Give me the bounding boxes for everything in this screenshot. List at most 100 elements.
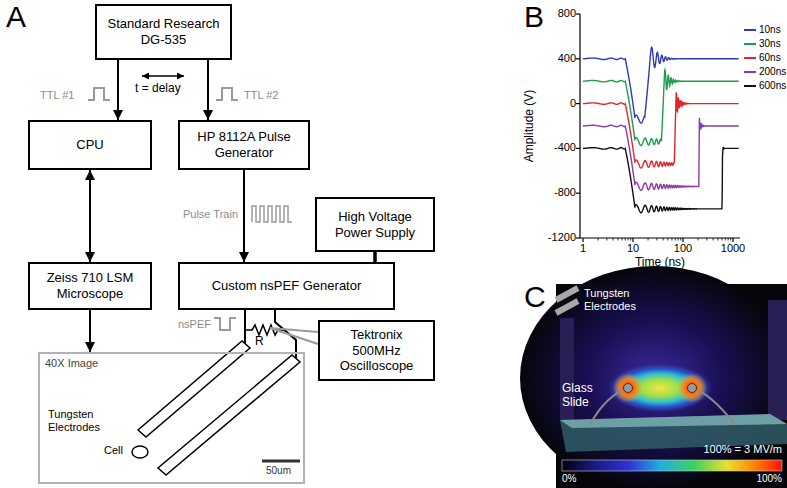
resistor-label: R xyxy=(255,335,264,349)
axis-tick-label: -400 xyxy=(554,141,576,154)
part-label: Tungsten Electrodes xyxy=(584,287,648,312)
signal-name: Pulse Train xyxy=(183,208,238,221)
electrode xyxy=(158,355,300,475)
axis xyxy=(576,103,580,104)
legend-swatch xyxy=(744,29,756,31)
timing-note: t = delay xyxy=(135,82,181,96)
field-simulation xyxy=(692,388,735,425)
field-simulation xyxy=(613,373,643,403)
box-label: Standard Research DG-535 xyxy=(105,16,222,47)
pulse-train xyxy=(252,206,292,222)
axis-tick xyxy=(706,238,707,241)
cell xyxy=(132,446,148,458)
axis-tick xyxy=(717,238,718,241)
legend-swatch xyxy=(744,71,756,73)
axis xyxy=(632,238,633,242)
axis-tick xyxy=(598,238,599,241)
legend-row: 600ns xyxy=(744,80,786,92)
connector xyxy=(117,60,119,120)
ttl-pulse xyxy=(216,88,238,100)
field-simulation xyxy=(677,373,707,403)
axis xyxy=(732,238,733,242)
legend-row: 200ns xyxy=(744,66,786,78)
axis xyxy=(576,13,580,14)
axis-title: Amplitude (V) xyxy=(523,90,537,163)
ttl-pulse xyxy=(88,88,110,100)
part-label: Tungsten Electrodes xyxy=(48,408,110,433)
axis-tick xyxy=(648,238,649,241)
device-box: CPU xyxy=(28,120,152,170)
axis-tick xyxy=(671,238,672,241)
axis-tick xyxy=(667,238,668,241)
connector xyxy=(89,310,91,352)
scale-bar xyxy=(262,460,300,463)
axis-tick-label: 100 xyxy=(674,242,692,255)
legend-label: 60ns xyxy=(759,52,781,63)
signal-name: nsPEF xyxy=(178,318,211,331)
legend-label: 200ns xyxy=(759,66,786,77)
field-simulation xyxy=(556,301,578,313)
box-label: CPU xyxy=(76,137,103,153)
axis xyxy=(576,237,580,238)
legend-swatch xyxy=(744,43,756,45)
axis-tick xyxy=(621,238,622,241)
axis-tick-label: 0 xyxy=(570,97,576,110)
box-label: Zeiss 710 LSM Microscope xyxy=(38,270,142,301)
axis-tick xyxy=(630,238,631,241)
nspef-pulse xyxy=(214,318,236,330)
signal-name: TTL #1 xyxy=(40,89,74,102)
signal-name: TTL #2 xyxy=(244,89,278,102)
probe-wire xyxy=(270,328,318,344)
box-label: Custom nsPEF Generator xyxy=(212,278,362,294)
device-box: High Voltage Power Supply xyxy=(315,197,435,252)
field-simulation xyxy=(556,288,578,300)
part-label: Cell xyxy=(104,444,123,457)
axis xyxy=(582,238,583,242)
axis xyxy=(580,237,740,238)
electrode xyxy=(138,341,250,437)
legend-swatch xyxy=(744,57,756,59)
waveform-trace xyxy=(583,47,739,123)
axis xyxy=(682,238,683,242)
axis-tick-label: 1 xyxy=(580,242,586,255)
waveform-trace xyxy=(583,118,739,190)
connector xyxy=(373,252,377,262)
box-label: High Voltage Power Supply xyxy=(325,209,425,240)
device-box: HP 8112A Pulse Generator xyxy=(178,120,310,170)
axis xyxy=(579,14,580,238)
scale-label: 100% = 3 MV/m xyxy=(703,443,782,456)
axis-tick-label: 1000 xyxy=(721,242,745,255)
axis xyxy=(576,148,580,149)
connector xyxy=(89,170,91,262)
device-box: Standard Research DG-535 xyxy=(95,4,232,60)
axis-tick-label: 800 xyxy=(558,7,576,20)
legend-swatch xyxy=(744,85,756,87)
field-simulation xyxy=(590,388,628,425)
axis xyxy=(576,14,740,242)
axis-tick xyxy=(730,238,731,241)
axis-tick xyxy=(680,238,681,241)
box-label: Tektronix 500MHz Oscilloscope xyxy=(328,327,425,374)
image-title: 40X Image xyxy=(45,357,298,370)
axis-tick xyxy=(617,238,618,241)
waveform xyxy=(583,47,739,212)
waveform-trace xyxy=(583,147,739,213)
field-simulation xyxy=(520,266,787,488)
field-simulation xyxy=(768,300,787,420)
axis-tick xyxy=(606,238,607,241)
panel-letter: A xyxy=(6,0,26,35)
field-simulation xyxy=(688,384,697,393)
axis-tick xyxy=(678,238,679,241)
device-box: Custom nsPEF Generator xyxy=(178,262,395,310)
legend-row: 60ns xyxy=(744,52,781,64)
axis-tick xyxy=(721,238,722,241)
connector xyxy=(243,170,245,262)
axis-tick xyxy=(725,238,726,241)
panel-letter: B xyxy=(524,0,544,35)
axis xyxy=(576,193,580,194)
connector xyxy=(207,60,209,120)
axis-tick xyxy=(598,238,731,241)
scale-label: 50um xyxy=(266,465,291,477)
field-simulation xyxy=(520,266,787,488)
